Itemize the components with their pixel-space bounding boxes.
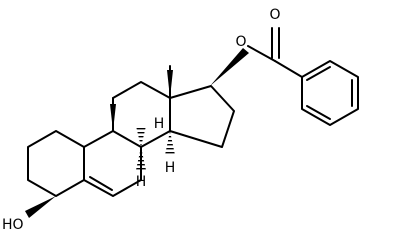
atom-o-ester: O [235,34,246,50]
double-bond-c5-c6 [89,176,113,191]
hash-c8-h [136,126,146,147]
steroid-benzoate-structure-icon: O O HO H H H [2,7,359,233]
bond-carbonyl-phenyl [274,60,303,78]
atom-h-c8: H [154,116,165,132]
ring-a-bonds [27,130,85,197]
phenyl-double-1 [306,66,331,81]
ring-b-bonds [83,130,142,197]
hash-c14-h [165,131,175,155]
bond-o-carbonyl [247,45,276,62]
structure-canvas: O O HO H H H [2,7,359,233]
phenyl-double-3 [306,105,331,120]
wedge-c13-methyl [167,70,173,98]
atom-hydroxyl: HO [2,217,24,233]
atom-h-c9: H [136,174,147,190]
atom-o-carbonyl: O [269,7,280,23]
hash-c9-h [136,147,146,170]
ring-d-bonds [169,85,235,148]
phenyl-ring-bonds [301,60,359,126]
atom-h-c14: H [165,160,176,176]
wedge-c10-methyl [110,104,116,131]
wedge-c3-oh [25,196,56,218]
wedge-c17-o [210,48,249,86]
